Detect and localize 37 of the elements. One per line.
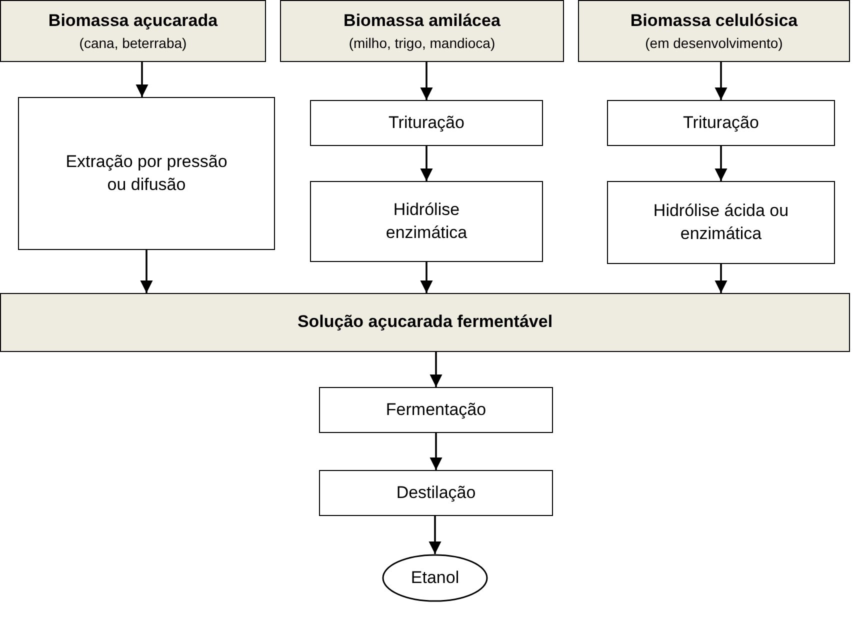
arrow	[714, 264, 728, 293]
process-box	[310, 181, 543, 262]
process-box	[319, 387, 553, 433]
process-box	[607, 181, 835, 264]
arrow	[714, 146, 728, 181]
step-label: Trituração	[683, 112, 759, 134]
process-box	[18, 97, 275, 250]
subtitle-text: (cana, beterraba)	[79, 34, 187, 52]
arrow	[430, 433, 442, 470]
process-box	[607, 100, 835, 146]
heading-text: Biomassa celulósica	[630, 10, 798, 32]
heading-text: Biomassa açucarada	[48, 10, 218, 32]
category-box	[280, 0, 564, 62]
category-box	[578, 0, 850, 62]
category-box	[0, 0, 266, 62]
arrow	[430, 352, 442, 387]
step-label: Extração por pressão ou difusão	[64, 151, 228, 196]
arrow	[428, 516, 442, 554]
step-label: Fermentação	[386, 398, 486, 421]
process-box	[319, 470, 553, 516]
heading-text: Biomassa amilácea	[344, 10, 500, 32]
arrow	[714, 62, 728, 100]
step-label: Hidrólise enzimática	[384, 199, 468, 244]
arrow	[420, 262, 433, 293]
subtitle-text: (em desenvolvimento)	[645, 34, 783, 52]
arrow	[420, 62, 433, 100]
subtitle-text: (milho, trigo, mandioca)	[348, 34, 496, 52]
step-label: Destilação	[396, 482, 476, 504]
arrow	[420, 146, 433, 181]
step-label: Hidrólise ácida ou enzimática	[652, 200, 790, 244]
process-box	[310, 100, 543, 146]
step-label: Etanol	[410, 566, 460, 589]
step-label: Trituração	[388, 112, 464, 134]
category-box	[0, 293, 850, 352]
heading-text: Solução açucarada fermentável	[297, 311, 553, 334]
arrow	[136, 62, 148, 97]
arrow	[140, 250, 153, 293]
